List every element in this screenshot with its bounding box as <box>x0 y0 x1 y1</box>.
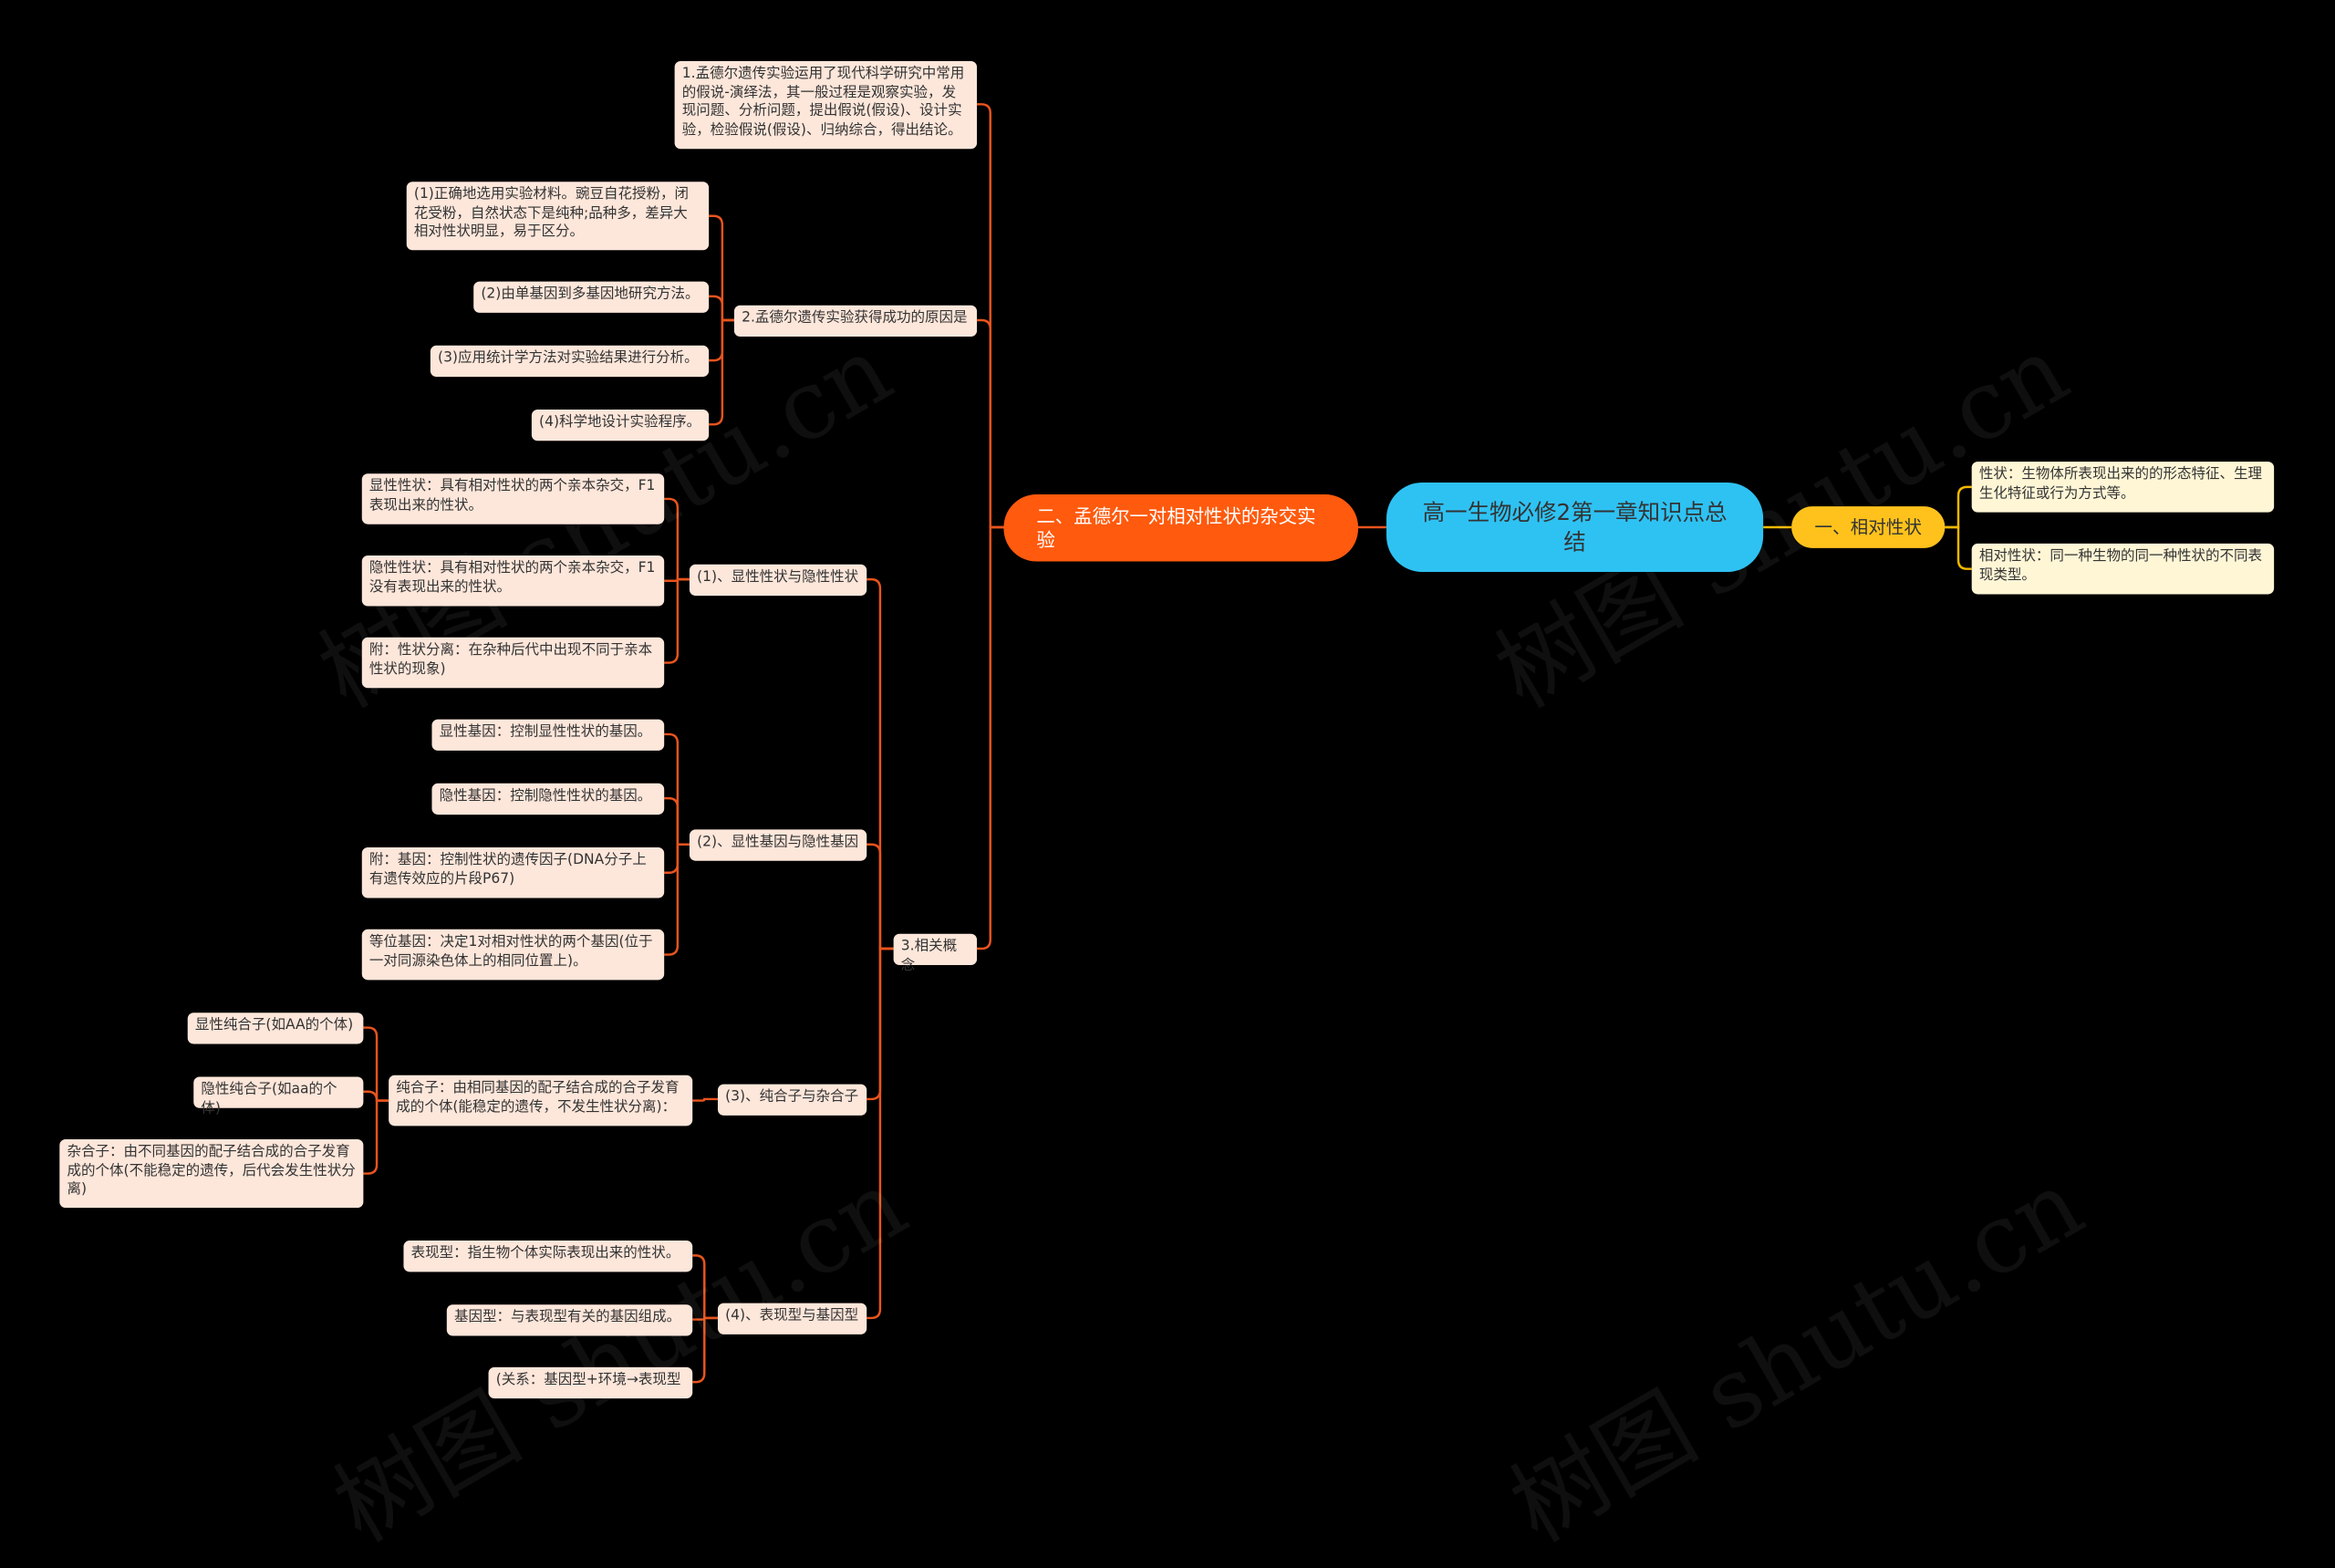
connector-line <box>363 1026 389 1102</box>
topic-homozygote-heterozygote[interactable]: (3)、纯合子与杂合子 <box>717 1084 867 1116</box>
connector-line <box>664 732 690 846</box>
leaf-reason-statistics[interactable]: (3)应用统计学方法对实验结果进行分析。 <box>430 345 710 378</box>
connector-line <box>664 577 690 664</box>
mind-map: 树图 shutu.cn 树图 shutu.cn 树图 shutu.cn 树图 s… <box>59 60 2275 1564</box>
leaf-hypothetico-deductive[interactable]: 1.孟德尔遗传实验运用了现代科学研究中常用的假说-演绎法，其一般过程是观察实验，… <box>674 60 978 150</box>
leaf-recessive-homozygote[interactable]: 隐性纯合子(如aa的个体) <box>193 1076 364 1116</box>
branch-relative-traits[interactable]: 一、相对性状 <box>1791 506 1946 548</box>
connector-line <box>363 1099 389 1175</box>
leaf-allele-definition[interactable]: 等位基因：决定1对相对性状的两个基因(位于一对同源染色体上的相同位置上)。 <box>361 929 665 981</box>
connector-lines <box>363 103 1972 1384</box>
leaf-relationship[interactable]: (关系：基因型+环境→表现型 <box>488 1366 693 1399</box>
leaf-relative-trait-definition[interactable]: 相对性状：同一种生物的同一种性状的不同表现类型。 <box>1971 543 2275 595</box>
connector-line <box>1945 485 1972 529</box>
connector-line <box>709 214 734 322</box>
connector-line <box>977 318 1004 529</box>
connector-line <box>664 796 690 846</box>
connector-line <box>1945 525 1972 570</box>
leaf-genotype[interactable]: 基因型：与表现型有关的基因组成。 <box>446 1304 693 1336</box>
topic-success-reasons[interactable]: 2.孟德尔遗传实验获得成功的原因是 <box>733 305 978 337</box>
leaf-recessive-gene[interactable]: 隐性基因：控制隐性性状的基因。 <box>431 783 665 815</box>
leaf-reason-design[interactable]: (4)科学地设计实验程序。 <box>531 409 710 441</box>
leaf-trait-definition[interactable]: 性状：生物体所表现出来的的形态特征、生理生化特征或行为方式等。 <box>1971 462 2275 513</box>
leaf-dominant-gene[interactable]: 显性基因：控制显性性状的基因。 <box>431 719 665 751</box>
topic-related-concepts[interactable]: 3.相关概念 <box>893 933 978 973</box>
leaf-dominant-trait[interactable]: 显性性状：具有相对性状的两个亲本杂交，F1表现出来的性状。 <box>361 473 665 524</box>
connector-line <box>867 947 894 1320</box>
connector-line <box>709 318 734 426</box>
leaf-trait-segregation[interactable]: 附：性状分离：在杂种后代中出现不同于亲本性状的现象) <box>361 637 665 689</box>
leaf-phenotype[interactable]: 表现型：指生物个体实际表现出来的性状。 <box>403 1241 693 1272</box>
connector-line <box>664 843 690 956</box>
connector-line <box>709 295 734 322</box>
connector-line <box>867 577 894 950</box>
topic-phenotype-genotype[interactable]: (4)、表现型与基因型 <box>717 1303 867 1334</box>
connector-line <box>977 103 1004 529</box>
leaf-reason-material[interactable]: (1)正确地选用实验材料。豌豆自花授粉，闭花受粉，自然状态下是纯种;品种多，差异… <box>406 182 710 251</box>
leaf-dominant-homozygote[interactable]: 显性纯合子(如AA的个体) <box>187 1012 364 1044</box>
connector-line <box>664 497 690 581</box>
root-topic[interactable]: 高一生物必修2第一章知识点总结 <box>1386 482 1764 572</box>
leaf-reason-single-gene[interactable]: (2)由单基因到多基因地研究方法。 <box>473 281 710 313</box>
connector-line <box>692 1254 718 1320</box>
leaf-gene-definition[interactable]: 附：基因：控制性状的遗传因子(DNA分子上有遗传效应的片段P67) <box>361 847 665 898</box>
leaf-heterozygote[interactable]: 杂合子：由不同基因的配子结合成的合子发育成的个体(不能稳定的遗传，后代会发生性状… <box>59 1139 364 1209</box>
connector-line <box>977 525 1004 950</box>
leaf-homozygote[interactable]: 纯合子：由相同基因的配子结合成的合子发育成的个体(能稳定的遗传，不发生性状分离)… <box>389 1075 693 1127</box>
connector-line <box>692 1316 718 1384</box>
topic-dominant-recessive-genes[interactable]: (2)、显性基因与隐性基因 <box>689 829 867 861</box>
connector-line <box>867 843 894 950</box>
leaf-recessive-trait[interactable]: 隐性性状：具有相对性状的两个亲本杂交，F1没有表现出来的性状。 <box>361 555 665 607</box>
topic-dominant-recessive-traits[interactable]: (1)、显性性状与隐性性状 <box>689 564 867 597</box>
branch-mendel-experiment[interactable]: 二、孟德尔一对相对性状的杂交实验 <box>1003 494 1359 562</box>
connector-line <box>692 1097 718 1102</box>
